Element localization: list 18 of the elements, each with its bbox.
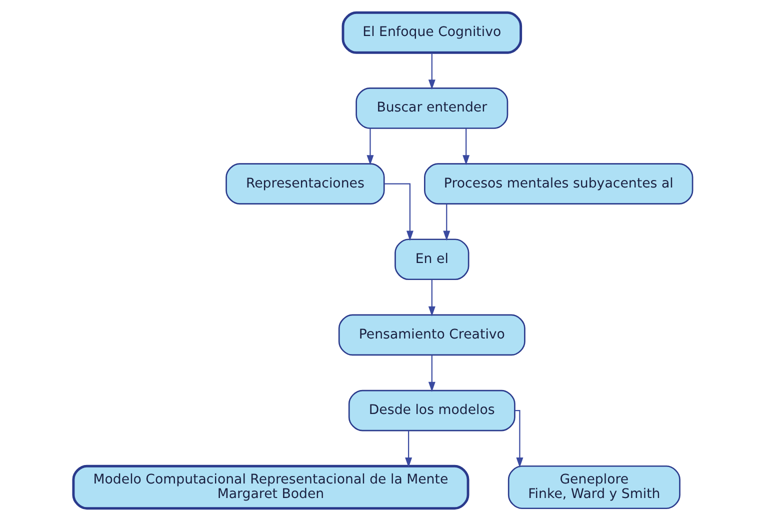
node-box: Buscar entender [356, 88, 508, 129]
node-box: Representaciones [226, 163, 385, 204]
arrow [428, 52, 436, 90]
node-box: Pensamiento Creativo [338, 314, 526, 356]
node-box: Procesos mentales subyacentes al [424, 163, 694, 204]
arrow [462, 128, 470, 166]
node-box: En el [394, 238, 470, 280]
node-box: Modelo Computacional Representacional de la Mente Margaret Boden [72, 464, 470, 510]
arrow [428, 280, 436, 316]
arrow [428, 355, 436, 392]
node-box: Geneplore Finke, Ward y Smith [508, 465, 680, 510]
arrow [405, 430, 412, 468]
arrow [443, 204, 450, 241]
arrow [515, 410, 524, 468]
node-box: Desde los modelos [348, 390, 516, 432]
node-box: El Enfoque Cognitivo [342, 11, 522, 54]
arrow [384, 183, 414, 241]
arrow [366, 128, 374, 166]
